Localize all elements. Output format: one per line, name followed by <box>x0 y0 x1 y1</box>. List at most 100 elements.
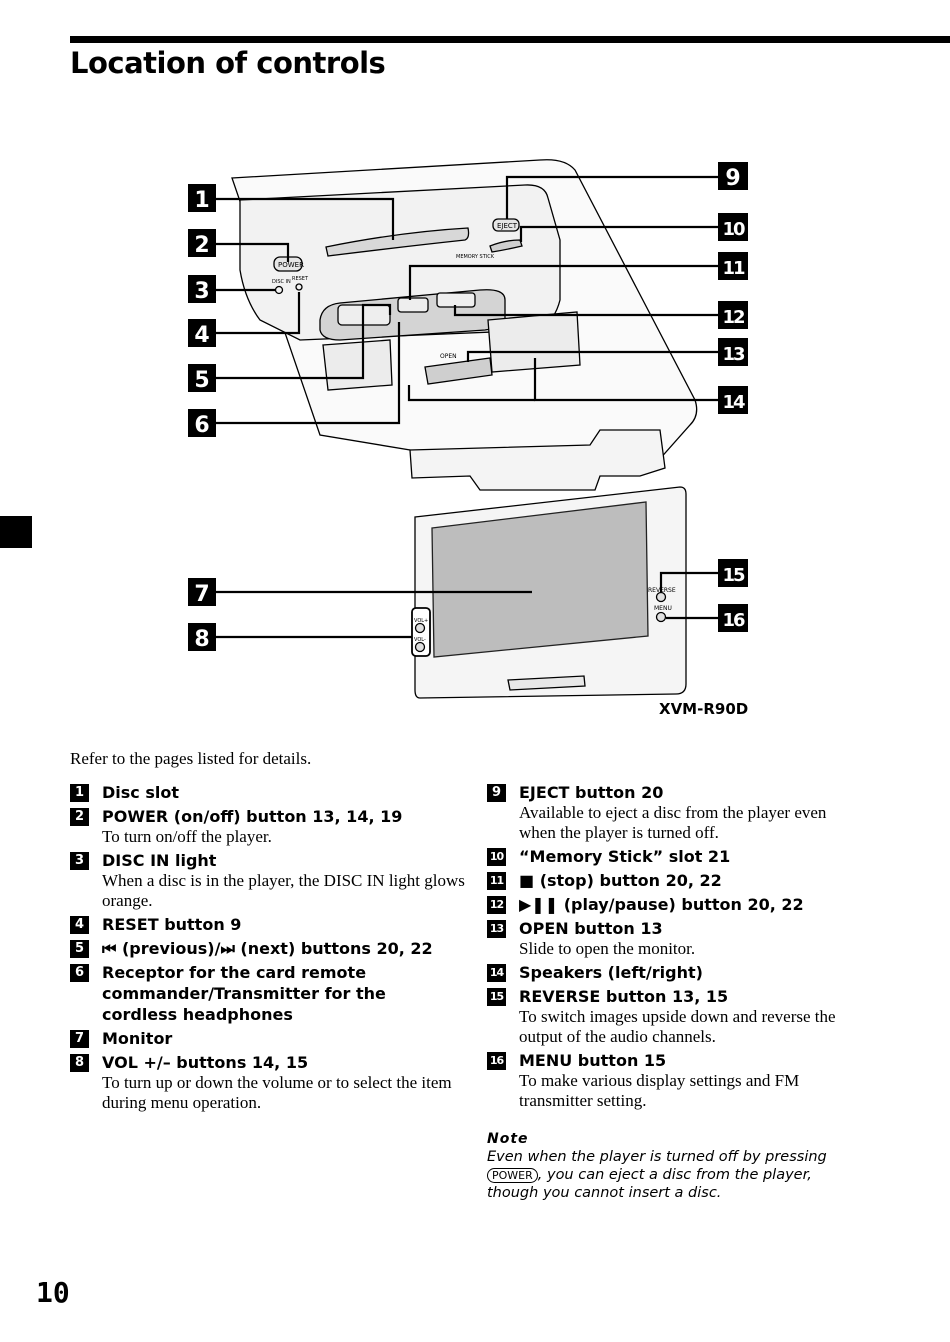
svg-text:7: 7 <box>194 582 209 607</box>
svg-text:10: 10 <box>722 219 745 240</box>
reset-label: RESET <box>292 276 309 282</box>
item-number: 6 <box>70 964 89 982</box>
item-heading: RESET button 9 <box>102 915 242 934</box>
callout-5: 5 <box>188 364 216 393</box>
note-title: Note <box>487 1131 529 1147</box>
item-number: 15 <box>487 988 506 1006</box>
svg-text:5: 5 <box>194 368 209 393</box>
item-heading: ▶❚❚ (play/pause) button 20, 22 <box>519 895 804 914</box>
menu-label: MENU <box>654 605 672 612</box>
item-heading: Receptor for the card remote commander/T… <box>102 963 386 1024</box>
callout-12: 12 <box>718 301 748 329</box>
item-heading: Disc slot <box>102 783 179 802</box>
item-number: 16 <box>487 1052 506 1070</box>
item-heading: POWER (on/off) button 13, 14, 19 <box>102 807 403 826</box>
item-heading: EJECT button 20 <box>519 783 664 802</box>
callout-16: 16 <box>718 604 748 632</box>
memory-stick-label: MEMORY STICK <box>456 254 495 260</box>
item-heading: REVERSE button 13, 15 <box>519 987 729 1006</box>
item-number: 7 <box>70 1030 89 1048</box>
power-label: POWER <box>278 261 304 269</box>
eject-label: EJECT <box>497 222 518 230</box>
callout-6: 6 <box>188 409 216 438</box>
svg-text:6: 6 <box>194 413 209 438</box>
item-heading: VOL +/– buttons 14, 15 <box>102 1053 309 1072</box>
item-description: When a disc is in the player, the DISC I… <box>102 871 465 910</box>
device-illustration: EJECT MEMORY STICK POWER DISC IN RESET O… <box>188 159 748 699</box>
item-number: 1 <box>70 784 89 802</box>
svg-text:13: 13 <box>722 344 745 365</box>
item-heading: Monitor <box>102 1029 173 1048</box>
svg-text:15: 15 <box>722 565 745 586</box>
item-number: 8 <box>70 1054 89 1072</box>
svg-text:12: 12 <box>722 307 744 328</box>
svg-text:9: 9 <box>725 166 740 191</box>
item-number: 3 <box>70 852 89 870</box>
item-description: To make various display settings and FM … <box>519 1071 800 1110</box>
callout-15: 15 <box>718 559 748 587</box>
callout-8: 8 <box>188 623 216 652</box>
item-number: 11 <box>487 872 506 890</box>
svg-text:4: 4 <box>194 323 209 348</box>
list-item-reset-button: 4 RESET button 9 <box>70 914 465 935</box>
item-heading: MENU button 15 <box>519 1051 667 1070</box>
note-text-after: , you can eject a disc from the player, … <box>487 1167 812 1201</box>
note-text: Even when the player is turned off by pr… <box>487 1148 867 1202</box>
intro-text: Refer to the pages listed for details. <box>70 749 312 768</box>
item-heading: Speakers (left/right) <box>519 963 703 982</box>
vol-plus-label: VOL+ <box>414 618 428 624</box>
model-name: XVM-R90D <box>659 700 749 718</box>
list-item-memory-stick-slot: 10“Memory Stick” slot 21 <box>487 846 867 867</box>
item-heading: ⏮ (previous)/⏭ (next) buttons 20, 22 <box>102 939 433 958</box>
callout-9: 9 <box>718 162 748 191</box>
disc-in-label: DISC IN <box>272 279 291 285</box>
section-tab <box>0 516 32 548</box>
list-item-skip-buttons: 5 ⏮ (previous)/⏭ (next) buttons 20, 22 <box>70 938 465 959</box>
item-heading: “Memory Stick” slot 21 <box>519 847 731 866</box>
page-number: 10 <box>36 1276 70 1309</box>
list-item-stop-button: 11 ■ (stop) button 20, 22 <box>487 870 867 891</box>
item-description: To turn up or down the volume or to sele… <box>102 1073 452 1112</box>
item-number: 12 <box>487 896 506 914</box>
callout-14: 14 <box>718 386 748 414</box>
svg-text:1: 1 <box>194 188 209 213</box>
list-item-play-pause-button: 12 ▶❚❚ (play/pause) button 20, 22 <box>487 894 867 915</box>
power-key: POWER <box>487 1168 538 1183</box>
note-box: Note Even when the player is turned off … <box>487 1130 867 1202</box>
item-number: 9 <box>487 784 506 802</box>
list-item-monitor: 7 Monitor <box>70 1028 465 1049</box>
item-description: To turn on/off the player. <box>102 827 272 846</box>
svg-text:8: 8 <box>194 627 209 652</box>
svg-text:11: 11 <box>722 258 745 279</box>
item-heading: DISC IN light <box>102 851 217 870</box>
open-label: OPEN <box>440 353 457 360</box>
item-number: 4 <box>70 916 89 934</box>
callout-3: 3 <box>188 275 216 304</box>
item-number: 13 <box>487 920 506 938</box>
item-heading: ■ (stop) button 20, 22 <box>519 871 722 890</box>
vol-minus-label: VOL- <box>414 637 426 643</box>
callout-10: 10 <box>718 213 748 241</box>
svg-text:14: 14 <box>722 392 745 413</box>
item-number: 5 <box>70 940 89 958</box>
item-description: Available to eject a disc from the playe… <box>519 803 827 842</box>
item-description: Slide to open the monitor. <box>519 939 696 958</box>
callout-4: 4 <box>188 319 216 348</box>
item-heading: OPEN button 13 <box>519 919 663 938</box>
callout-7: 7 <box>188 578 216 607</box>
item-description: To switch images upside down and reverse… <box>519 1007 836 1046</box>
header-rule <box>70 36 950 43</box>
svg-text:2: 2 <box>194 233 209 258</box>
list-item-disc-slot: 1 Disc slot <box>70 782 465 803</box>
item-number: 2 <box>70 808 89 826</box>
list-item-receptor: 6 Receptor for the card remote commander/… <box>70 962 465 1025</box>
callout-1: 1 <box>188 184 216 213</box>
